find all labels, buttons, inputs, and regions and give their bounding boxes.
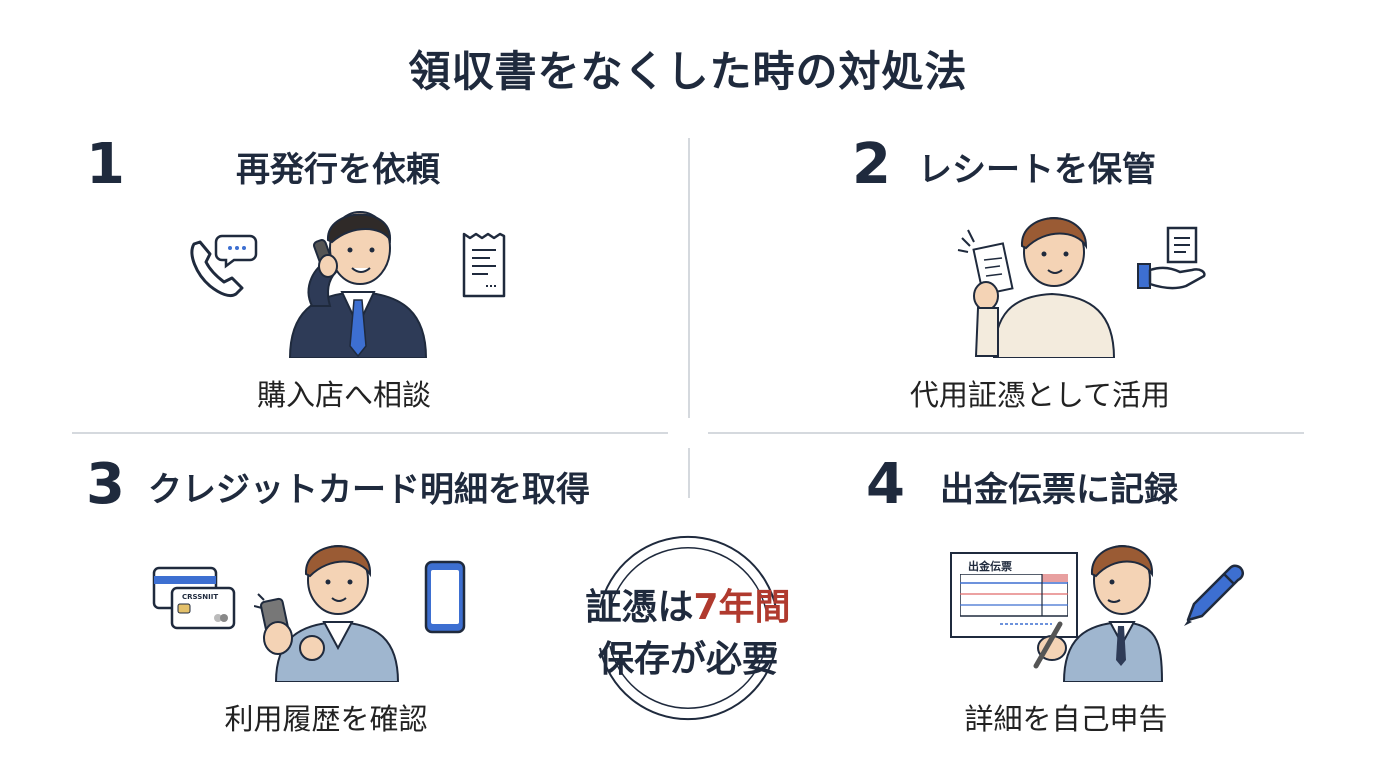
section-number: 1: [86, 132, 125, 197]
retention-badge-line1: 証憑は7年間: [566, 578, 810, 630]
section-heading: 再発行を依頼: [236, 150, 440, 190]
section-heading: クレジットカード明細を取得: [148, 470, 590, 510]
divider-horizontal-left: [72, 432, 668, 434]
hand-receipt-icon: [1137, 226, 1206, 290]
badge-line1-prefix: 証憑は: [585, 587, 694, 628]
page-title: 領収書をなくした時の対処法: [408, 47, 968, 96]
payment-voucher: 出金伝票: [950, 552, 1078, 638]
section-caption: 利用履歴を確認: [224, 702, 428, 736]
man-smartphone-illustration: [254, 545, 400, 682]
divider-vertical-bottom: [688, 448, 690, 498]
section-number: 4: [866, 452, 905, 517]
man-writing-illustration: [1033, 545, 1164, 682]
smartphone-icon: [424, 560, 466, 634]
card-label: CRSSNIIT: [182, 593, 218, 601]
divider-vertical-top: [688, 138, 690, 418]
section-caption: 購入店へ相談: [256, 378, 431, 412]
phone-chat-icon: [190, 234, 258, 298]
receipt-icon: [462, 232, 506, 298]
section-number: 2: [852, 132, 891, 197]
businessman-phone-illustration: [288, 211, 428, 358]
section-caption: 代用証憑として活用: [909, 378, 1171, 412]
section-number: 3: [86, 452, 125, 517]
retention-badge-line2: 保存が必要: [597, 639, 778, 680]
person-receipt-illustration: [957, 217, 1116, 358]
voucher-label: 出金伝票: [968, 560, 1012, 573]
section-heading: 出金伝票に記録: [940, 470, 1178, 510]
credit-card-icon: CRSSNIIT: [152, 566, 236, 630]
voucher-table: [960, 574, 1068, 625]
retention-badge-frame: [599, 535, 777, 721]
divider-horizontal-right: [708, 432, 1304, 434]
section-caption: 詳細を自己申告: [964, 702, 1168, 736]
pen-icon: [1184, 564, 1245, 626]
section-heading: レシートを保管: [918, 150, 1156, 190]
badge-line1-accent: 7年間: [693, 587, 791, 628]
